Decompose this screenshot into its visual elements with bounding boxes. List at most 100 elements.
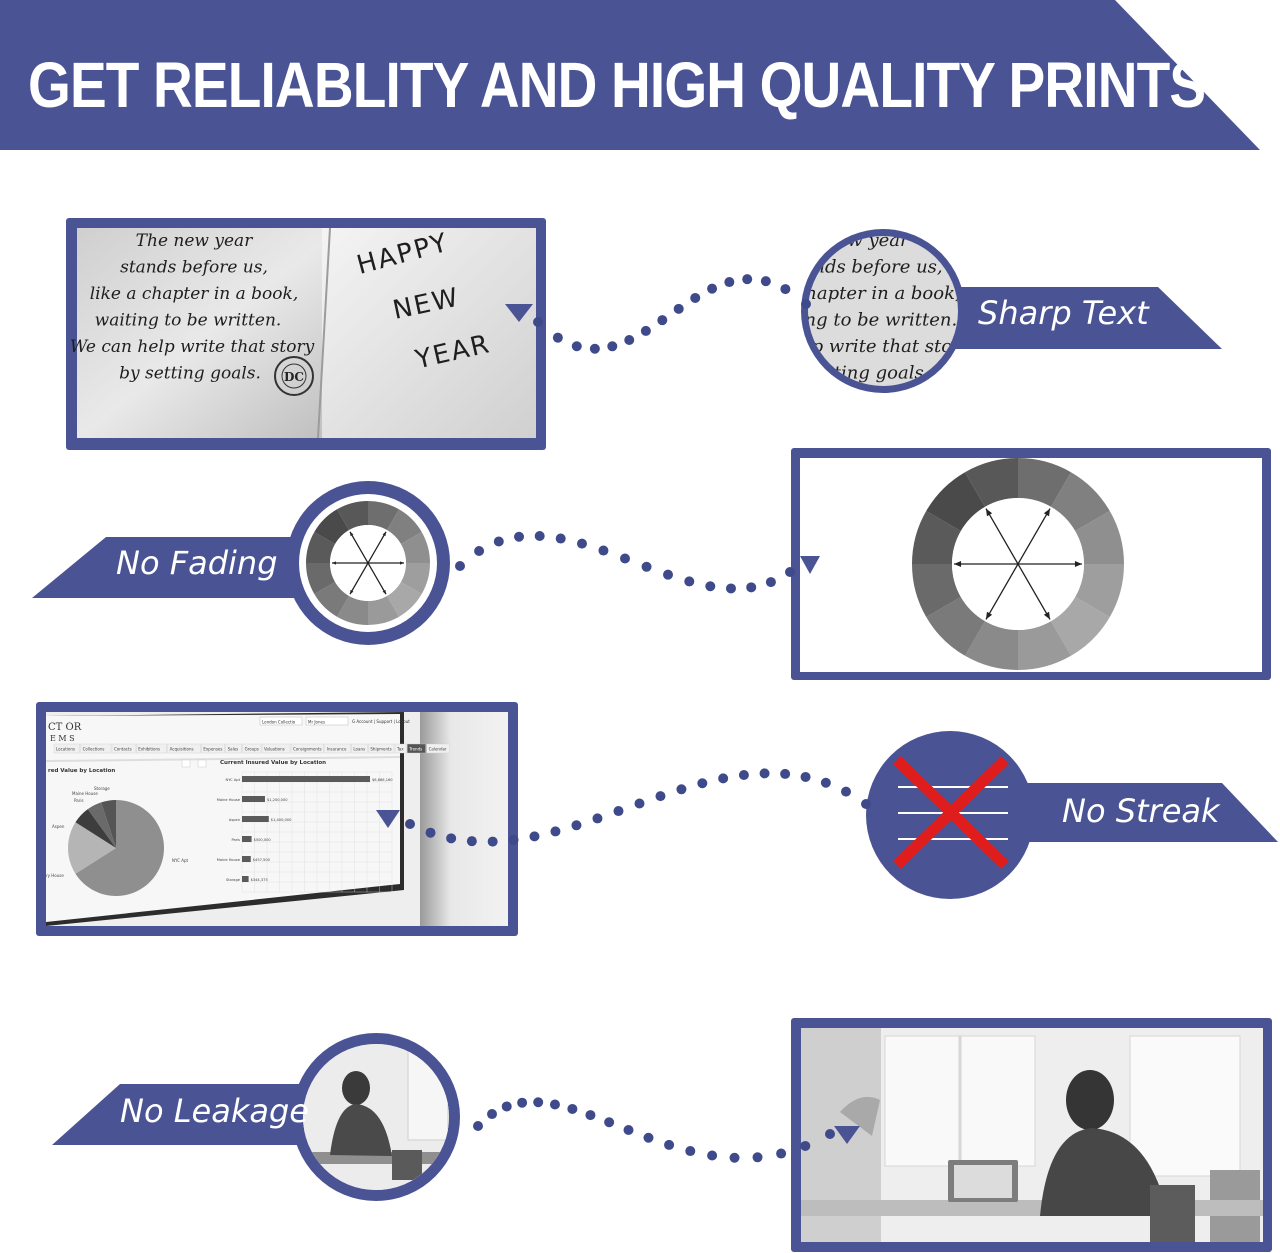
dashboard-account-links[interactable]: G Account | Support | Logout bbox=[352, 719, 410, 724]
magnified-line: nds before us, bbox=[813, 257, 942, 278]
color-wheel-segment bbox=[1075, 564, 1124, 617]
connector-dot bbox=[705, 581, 716, 592]
connector-dot bbox=[549, 1099, 560, 1110]
svg-text:Valuations: Valuations bbox=[264, 747, 285, 752]
connector-dot bbox=[555, 533, 566, 544]
dashboard-tab[interactable] bbox=[80, 743, 112, 754]
connector-dot bbox=[785, 567, 795, 577]
bar bbox=[242, 796, 265, 802]
connector-dot bbox=[592, 813, 603, 824]
color-wheel-segment bbox=[926, 472, 985, 531]
connector-dot bbox=[752, 1152, 763, 1163]
svg-text:Expenses: Expenses bbox=[203, 747, 222, 752]
bar-label: Storage bbox=[226, 878, 241, 882]
connector-dot bbox=[405, 819, 415, 829]
connector-dot bbox=[493, 536, 504, 547]
connector-dot bbox=[514, 531, 525, 542]
connector-dot bbox=[534, 531, 545, 541]
dashboard-logo-sub: E M S bbox=[50, 734, 75, 743]
connector-dot bbox=[425, 827, 436, 838]
svg-text:Groups: Groups bbox=[245, 747, 259, 752]
magnified-line: ing to be written. bbox=[799, 310, 957, 331]
dashboard-tab[interactable] bbox=[351, 743, 368, 754]
note-card bbox=[66, 218, 546, 450]
sharp-text-label-bg bbox=[940, 287, 1222, 349]
connector-dot bbox=[517, 1097, 528, 1108]
color-wheel-segment bbox=[387, 582, 422, 617]
pie-slice bbox=[75, 800, 165, 897]
color-wheel-segment bbox=[337, 595, 368, 625]
feature-label-sharp-text: Sharp Text bbox=[978, 294, 1149, 332]
connector-dot bbox=[473, 1121, 483, 1131]
dashboard-tab[interactable] bbox=[324, 743, 351, 754]
connector-dot bbox=[643, 1132, 654, 1143]
bar bbox=[242, 816, 269, 822]
svg-text:Acquisitions: Acquisitions bbox=[170, 747, 194, 752]
export-button[interactable] bbox=[197, 759, 207, 768]
dashboard-tab[interactable] bbox=[225, 743, 242, 754]
pie-label: NYC Apt bbox=[172, 858, 189, 863]
triangle-pointer-icon bbox=[505, 304, 533, 322]
bar-value: $6,686,160 bbox=[372, 778, 393, 782]
bar-label: NYC Apt bbox=[226, 778, 241, 782]
color-wheel-segment bbox=[1018, 621, 1071, 670]
dashboard-tab[interactable] bbox=[368, 743, 395, 754]
svg-text:Calendar: Calendar bbox=[429, 747, 447, 752]
connector-dot bbox=[724, 277, 735, 288]
connector-dot bbox=[508, 834, 519, 845]
pie-label: Maine House bbox=[72, 791, 98, 796]
color-wheel-segment bbox=[912, 511, 961, 564]
bar bbox=[242, 876, 249, 882]
dashboard-tab[interactable] bbox=[426, 743, 451, 754]
connector-dot bbox=[776, 1148, 787, 1159]
pie-slice bbox=[68, 822, 116, 874]
magnified-line: chapter in a book, bbox=[795, 283, 961, 304]
dashboard-select[interactable] bbox=[305, 716, 349, 726]
connector-dot bbox=[487, 1109, 498, 1120]
dashboard-tab[interactable] bbox=[242, 743, 262, 754]
dashboard-tab[interactable] bbox=[407, 743, 426, 754]
connector-dot bbox=[690, 292, 701, 303]
dashboard-tab[interactable] bbox=[290, 743, 324, 754]
dashboard-select[interactable] bbox=[259, 716, 303, 726]
refresh-button[interactable] bbox=[181, 759, 191, 768]
dashboard-tab[interactable] bbox=[261, 743, 291, 754]
dashboard-tab[interactable] bbox=[111, 743, 136, 754]
connector-dot bbox=[820, 777, 831, 788]
dashboard-tab[interactable] bbox=[53, 743, 80, 754]
connector-dot bbox=[550, 826, 561, 837]
color-wheel-segment bbox=[400, 532, 430, 563]
connector-dot bbox=[533, 317, 543, 327]
feature-label-no-leakage: No Leakage bbox=[120, 1092, 309, 1130]
connector-dot bbox=[861, 799, 871, 809]
connector-dot bbox=[552, 332, 563, 343]
color-wheel-segment bbox=[965, 621, 1018, 670]
dashboard-tab[interactable] bbox=[201, 743, 225, 754]
svg-text:Tax: Tax bbox=[396, 747, 404, 752]
connector-dot bbox=[624, 335, 635, 345]
pie-label: ry House bbox=[46, 873, 64, 878]
connector-dot bbox=[685, 1146, 696, 1157]
connector-dot bbox=[707, 1150, 718, 1161]
dashboard-tab[interactable] bbox=[394, 743, 407, 754]
color-wheel-segment bbox=[400, 563, 430, 594]
color-wheel-segment bbox=[1051, 597, 1110, 656]
dashboard-tab[interactable] bbox=[135, 743, 167, 754]
connector-dot bbox=[567, 1103, 578, 1114]
dashboard-tab[interactable] bbox=[167, 743, 201, 754]
bar-value: $1,400,000 bbox=[271, 818, 292, 822]
connector-dot bbox=[676, 784, 687, 795]
dashboard-logo: CT OR bbox=[48, 722, 82, 733]
svg-text:Shipments: Shipments bbox=[370, 747, 391, 752]
bar bbox=[242, 856, 251, 862]
svg-text:Collections: Collections bbox=[83, 747, 105, 752]
connector-dot bbox=[455, 561, 465, 571]
connector-dot bbox=[634, 798, 645, 809]
magnified-line: tting goals. bbox=[827, 363, 930, 384]
color-wheel-segment bbox=[1018, 458, 1071, 507]
connector-dot bbox=[571, 820, 582, 831]
bar-label: Paris bbox=[231, 838, 240, 842]
bar bbox=[242, 836, 252, 842]
color-wheel-segment bbox=[337, 501, 368, 531]
connector-dot bbox=[738, 769, 749, 780]
